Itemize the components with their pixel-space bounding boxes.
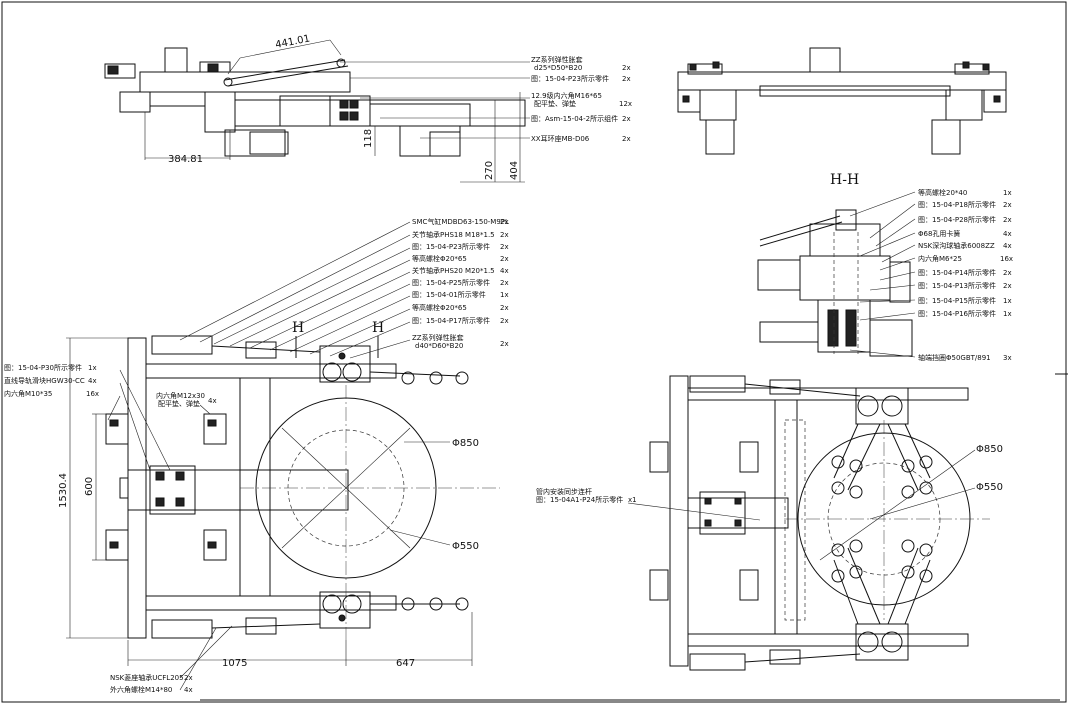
hh-callout-4: Φ68孔用卡簧: [918, 229, 960, 238]
bottom-callout-1: NSK菱座轴承UCFL205: [110, 673, 184, 682]
bottom-callout-2-qty: 4x: [184, 686, 193, 694]
hh-callout-9-qty: 1x: [1003, 297, 1012, 305]
hh-callout-2: 图：15-04-P18所示零件: [918, 200, 996, 209]
dim-1530: 1530.4: [58, 473, 69, 508]
hh-callout-1: 等高螺栓20*40: [918, 188, 967, 197]
plan-callout-3-qty: 2x: [500, 243, 509, 251]
hh-callout-3-qty: 2x: [1003, 216, 1012, 224]
left-callout-1: 图：15-04-P30所示零件: [4, 363, 82, 372]
section-hh-view: H-H 等高螺栓20*40 1x 图：15-04-P18所示零件 2x 图：15…: [757, 172, 1013, 362]
top-callout-1a: ZZ系列弹性胀套: [531, 55, 583, 64]
dim-118: 118: [363, 129, 374, 148]
plan-callout-7: 图：15-04-01所示零件: [412, 290, 486, 299]
plan-callout-3: 图：15-04-P23所示零件: [412, 242, 490, 251]
top-callout-2: 图：15-04-P23所示零件: [531, 74, 609, 83]
plan-callout-10b: d40*D60*B20: [415, 342, 463, 350]
right-callout-b: 图：15-04A1-P24所示零件: [536, 495, 623, 504]
hh-callout-5-qty: 4x: [1003, 242, 1012, 250]
hh-callout-5: NSK深沟球轴承6008ZZ: [918, 241, 995, 250]
hh-callout-7: 图：15-04-P14所示零件: [918, 268, 996, 277]
plan-callout-5: 关节轴承PHS20 M20*1.5: [412, 266, 495, 275]
dim-phi850-right: Φ850: [976, 444, 1003, 455]
dim-404: 404: [509, 161, 520, 180]
plan-callout-6: 图：15-04-P25所示零件: [412, 278, 490, 287]
hh-callout-11-qty: 3x: [1003, 354, 1012, 362]
dim-1075: 1075: [222, 658, 247, 669]
section-marker-h-left: H: [292, 320, 304, 336]
bottom-callout-2: 外六角螺栓M14*80: [110, 685, 172, 694]
dim-600: 600: [84, 477, 95, 496]
top-callout-3-qty: 12x: [619, 100, 632, 108]
left-callout-3: 内六角M10*35: [4, 389, 52, 398]
right-callout-qty: x1: [628, 496, 637, 504]
hh-callout-8-qty: 2x: [1003, 282, 1012, 290]
section-marker-h-right: H: [372, 320, 384, 336]
hh-callout-9: 图：15-04-P15所示零件: [918, 296, 996, 305]
hh-callout-4-qty: 4x: [1003, 230, 1012, 238]
dim-phi850-left: Φ850: [452, 438, 479, 449]
left-callout-1-qty: 1x: [88, 364, 97, 372]
right-plan-view: Φ850 Φ550 管内安装同步连杆 图：15-04A1-P24所示零件 x1: [536, 373, 1068, 671]
top-elevation-view: 441.01 384.81 118 270 404 ZZ系列弹性胀套 d25*D…: [104, 33, 632, 183]
dim-phi550-right: Φ550: [976, 482, 1003, 493]
top-callout-4-qty: 2x: [622, 115, 631, 123]
hh-callout-11: 轴端挡圈Φ50GBT/891: [918, 353, 991, 362]
top-callout-5: XX耳环座MB-D06: [531, 134, 590, 143]
plan-callout-2: 关节轴承PHS18 M18*1.5: [412, 230, 495, 239]
top-callout-1b: d25*D50*B20: [534, 64, 582, 72]
top-callout-1-qty: 2x: [622, 64, 631, 72]
hh-callout-10: 图：15-04-P16所示零件: [918, 309, 996, 318]
top-callout-4: 图：Asm-15-04-2所示组件: [531, 114, 618, 123]
left-callout-2-qty: 4x: [88, 377, 97, 385]
hh-callout-8: 图：15-04-P13所示零件: [918, 281, 996, 290]
dim-384: 384.81: [168, 154, 203, 165]
plan-callout-1: SMC气缸MDBD63-150-M9PL: [412, 217, 509, 226]
plan-callout-7-qty: 1x: [500, 291, 509, 299]
inner-callout-a: 内六角M12x30: [156, 391, 205, 400]
plan-callout-8: 等高螺栓Φ20*65: [412, 303, 467, 312]
left-callout-2: 直线导轨滑块HGW30-CC: [4, 376, 85, 385]
dim-phi550-left: Φ550: [452, 541, 479, 552]
dim-441: 441.01: [274, 33, 310, 50]
plan-callout-1-qty: 2x: [500, 218, 509, 226]
dim-647: 647: [396, 658, 415, 669]
section-hh-title: H-H: [830, 172, 859, 188]
bottom-callout-1-qty: 2x: [184, 674, 193, 682]
hh-callout-2-qty: 2x: [1003, 201, 1012, 209]
plan-callout-9-qty: 2x: [500, 317, 509, 325]
hh-callout-6: 内六角M6*25: [918, 254, 962, 263]
hh-callout-3: 图：15-04-P28所示零件: [918, 215, 996, 224]
hh-callout-6-qty: 16x: [1000, 255, 1013, 263]
plan-callout-8-qty: 2x: [500, 304, 509, 312]
top-callout-3a: 12.9级内六角M16*65: [531, 91, 602, 100]
plan-callout-10a: ZZ系列弹性胀套: [412, 333, 464, 342]
plan-callout-10-qty: 2x: [500, 340, 509, 348]
hh-callout-7-qty: 2x: [1003, 269, 1012, 277]
hh-callout-1-qty: 1x: [1003, 189, 1012, 197]
inner-callout-b: 配平垫、弹垫: [158, 399, 200, 408]
dim-270: 270: [484, 161, 495, 180]
plan-callout-4-qty: 2x: [500, 255, 509, 263]
top-callout-5-qty: 2x: [622, 135, 631, 143]
top-callout-3b: 配平垫、弹垫: [534, 99, 576, 108]
plan-callout-2-qty: 2x: [500, 231, 509, 239]
main-plan-view: Φ850 Φ550 H H 1530.4 600 1075 647 SMC气缸M…: [4, 217, 509, 694]
top-callout-2-qty: 2x: [622, 75, 631, 83]
plan-callout-9: 图：15-04-P17所示零件: [412, 316, 490, 325]
hh-callout-10-qty: 1x: [1003, 310, 1012, 318]
plan-callout-4: 等高螺栓Φ20*65: [412, 254, 467, 263]
plan-callout-5-qty: 4x: [500, 267, 509, 275]
right-callout-a: 管内安装同步连杆: [536, 487, 592, 496]
plan-callout-6-qty: 2x: [500, 279, 509, 287]
top-side-view: [677, 47, 1007, 155]
inner-callout-qty: 4x: [208, 397, 217, 405]
left-callout-3-qty: 16x: [86, 390, 99, 398]
